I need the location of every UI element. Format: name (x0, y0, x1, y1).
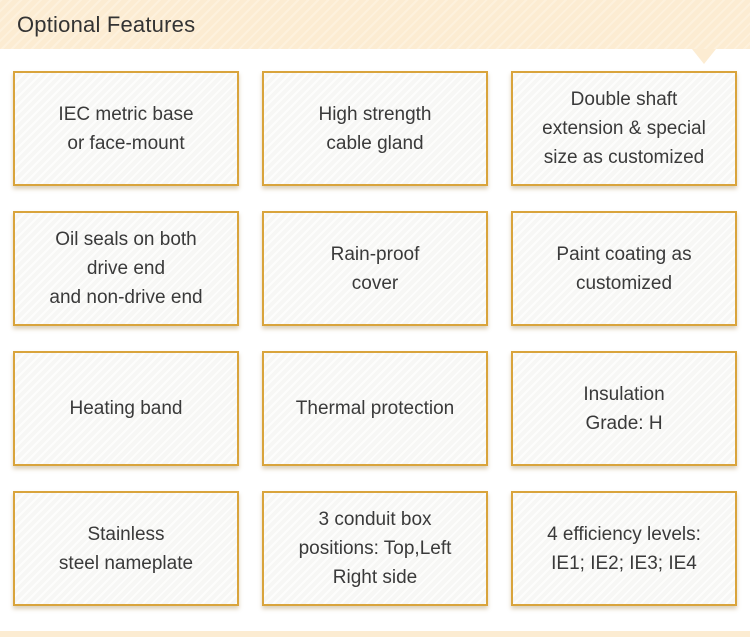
feature-label: Rain-proof cover (330, 243, 420, 294)
feature-label: Thermal protection (295, 398, 455, 419)
feature-card-iec-base: IEC metric base or face-mount (13, 71, 239, 186)
feature-card-rain-proof-cover: Rain-proof cover (262, 211, 488, 326)
feature-label: Insulation Grade: H (583, 383, 665, 434)
feature-card-stainless-nameplate: Stainless steel nameplate (13, 491, 239, 606)
feature-card-conduit-box: 3 conduit box positions: Top,Left Right … (262, 491, 488, 606)
feature-label: 3 conduit box positions: Top,Left Right … (298, 509, 452, 588)
section-title: Optional Features (17, 11, 196, 37)
feature-card-thermal-protection: Thermal protection (262, 351, 488, 466)
feature-label: Double shaft extension & special size as… (542, 89, 706, 168)
next-section-top-band (0, 631, 750, 637)
feature-label: Stainless steel nameplate (58, 523, 194, 574)
feature-label: Heating band (69, 398, 183, 419)
header-notch-triangle (692, 49, 716, 64)
feature-card-oil-seals: Oil seals on both drive end and non-driv… (13, 211, 239, 326)
feature-card-cable-gland: High strength cable gland (262, 71, 488, 186)
feature-label: Paint coating as customized (556, 243, 692, 294)
feature-card-paint-coating: Paint coating as customized (511, 211, 737, 326)
feature-card-insulation-grade: Insulation Grade: H (511, 351, 737, 466)
feature-card-efficiency-levels: 4 efficiency levels: IE1; IE2; IE3; IE4 (511, 491, 737, 606)
feature-label: Oil seals on both drive end and non-driv… (49, 229, 203, 308)
feature-label: High strength cable gland (318, 103, 432, 154)
section-header: Optional Features (0, 0, 750, 49)
feature-label: IEC metric base or face-mount (58, 103, 194, 154)
feature-card-double-shaft: Double shaft extension & special size as… (511, 71, 737, 186)
feature-card-heating-band: Heating band (13, 351, 239, 466)
features-grid: IEC metric base or face-mount High stren… (13, 71, 737, 606)
feature-label: 4 efficiency levels: IE1; IE2; IE3; IE4 (547, 523, 701, 574)
